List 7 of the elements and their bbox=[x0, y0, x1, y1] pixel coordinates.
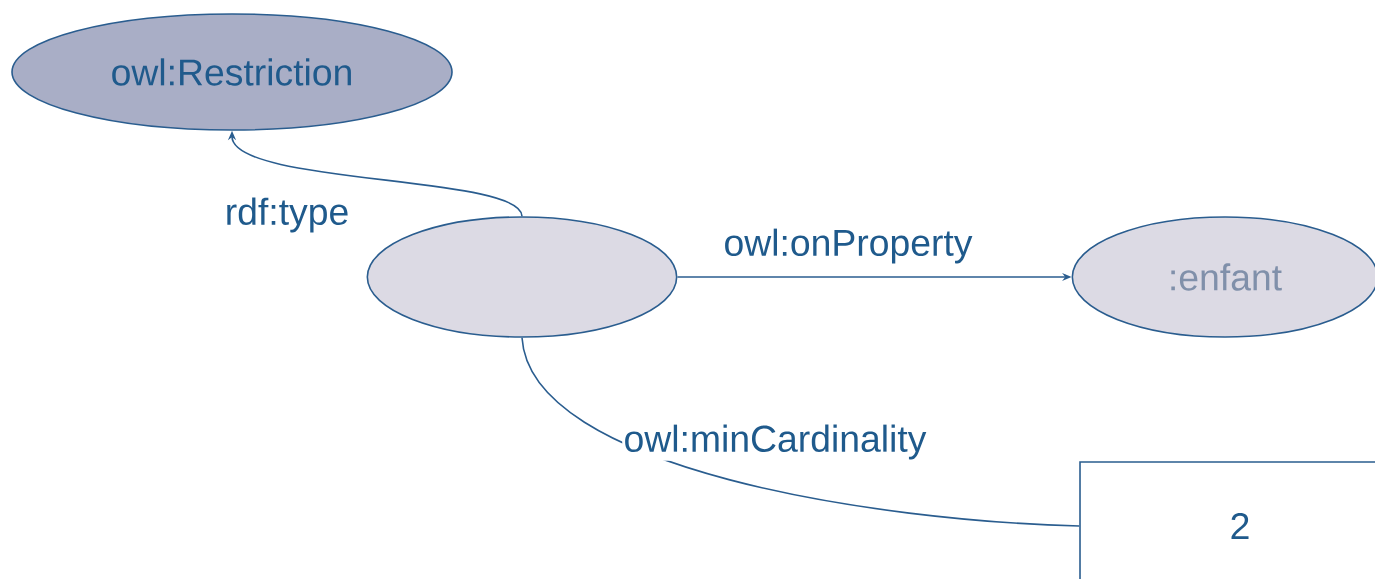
ellipse-node: :enfant bbox=[1071, 216, 1375, 338]
edge-label: owl:onProperty bbox=[722, 227, 974, 265]
ellipse-node: owl:Restriction bbox=[11, 13, 453, 131]
ellipse-node bbox=[366, 216, 678, 338]
value-box: 2 bbox=[1079, 461, 1375, 579]
edge-label: rdf:type bbox=[223, 196, 351, 234]
edge-label: owl:minCardinality bbox=[622, 423, 928, 461]
